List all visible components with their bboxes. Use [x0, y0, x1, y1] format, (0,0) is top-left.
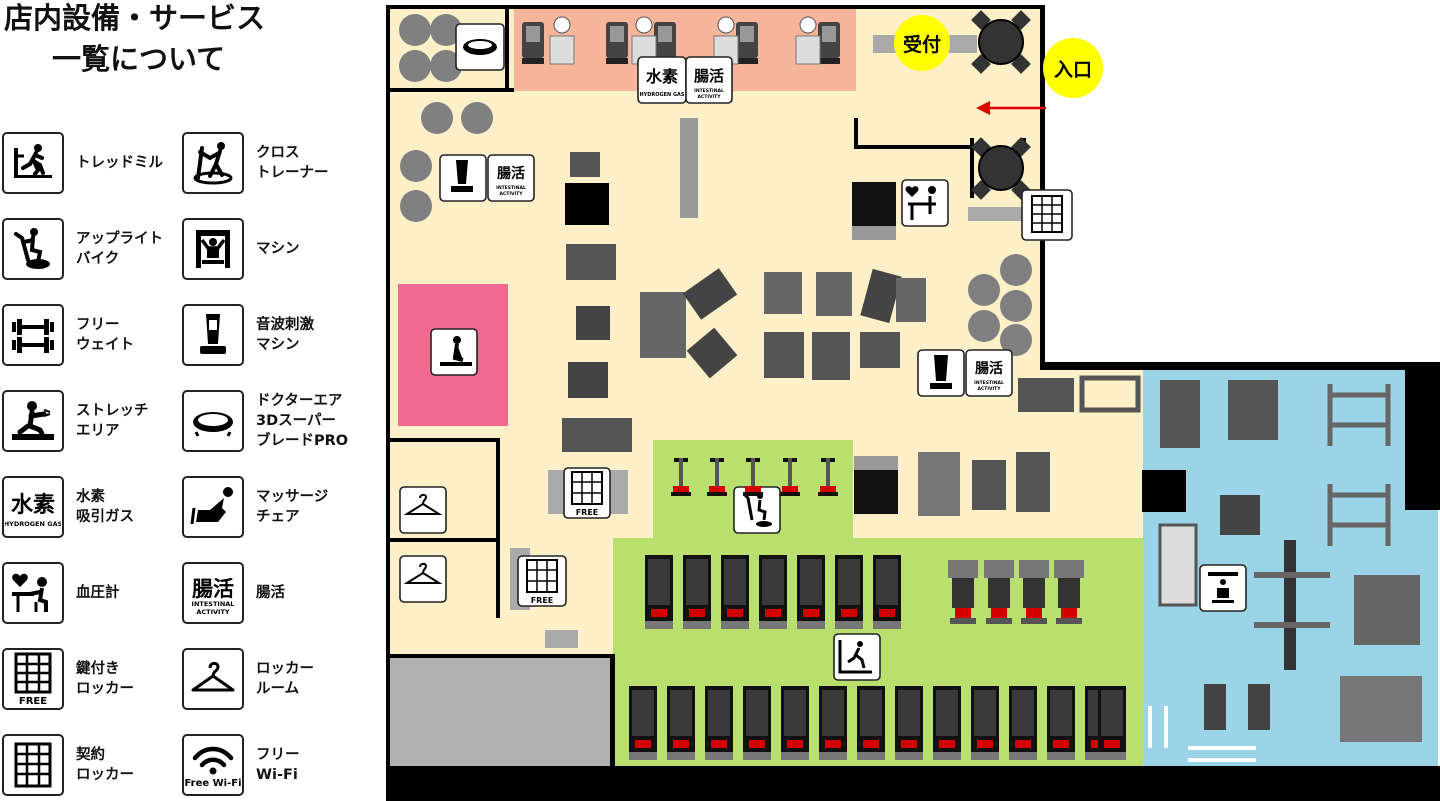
legend-item-massage-chair: マッサージ チェア [182, 476, 328, 538]
legend-item-locker-room: ロッカー ルーム [182, 648, 314, 710]
map-intestinal-label: 腸活 [694, 67, 724, 85]
sonic-machine-icon [182, 304, 244, 366]
legend-label: ドクターエア 3Dスーパー ブレードPRO [256, 393, 349, 449]
legend-item-vibration-plate: ドクターエア 3Dスーパー ブレードPRO [182, 390, 348, 452]
legend-label: マシン [256, 241, 300, 257]
entrance-label: 入口 [1054, 59, 1092, 81]
blood-pressure-icon [2, 562, 64, 624]
key-locker-icon: FREE [2, 648, 64, 710]
legend-item-upright-bike: アップライト バイク [2, 218, 163, 280]
legend-item-hydrogen: 水素 HYDROGEN GAS 水素 吸引ガス [2, 476, 134, 538]
title-line-2: 一覧について [52, 42, 226, 76]
legend-item-free-weight: フリー ウェイト [2, 304, 134, 366]
legend-label: トレッドミル [76, 155, 163, 171]
lounge-table-2 [971, 137, 1031, 200]
lounge-table-1 [971, 10, 1031, 74]
hydrogen-text: 水素 [11, 492, 55, 518]
bench-small [545, 630, 578, 648]
reception-label: 受付 [903, 33, 941, 56]
svg-text:腸活: 腸活 [497, 165, 525, 182]
legend-item-wifi: Free Wi-Fi フリー Wi-Fi [182, 734, 300, 796]
svg-text:腸活: 腸活 [975, 360, 1003, 377]
legend-item-sonic-machine: 音波刺激 マシン [182, 304, 314, 366]
vibration-plate-icon [182, 390, 244, 452]
legend-item-key-locker: FREE 鍵付き ロッカー [2, 648, 134, 710]
stretch-icon [2, 390, 64, 452]
svg-text:INTESTINAL: INTESTINAL [192, 600, 235, 608]
treadmill-icon [2, 132, 64, 194]
legend-label: マッサージ チェア [256, 489, 329, 525]
legend-label: 腸活 [256, 585, 285, 601]
hydrogen-subtext: HYDROGEN GAS [5, 520, 61, 528]
legend-label: クロス トレーナー [256, 145, 329, 181]
massage-chairs [522, 16, 840, 65]
legend-label: フリー Wi-Fi [256, 747, 300, 783]
legend-label: 水素 吸引ガス [76, 489, 134, 525]
legend-label: 血圧計 [76, 585, 120, 601]
legend-label: 鍵付き ロッカー [76, 661, 134, 697]
legend-label: ロッカー ルーム [256, 661, 314, 697]
legend-item-stretch: ストレッチ エリア [2, 390, 149, 452]
machine-icon [182, 218, 244, 280]
title-line-1: 店内設備・サービス [4, 1, 266, 35]
strength-machines [562, 118, 1141, 516]
cross-trainer-icon [182, 132, 244, 194]
intestinal-text: 腸活 [192, 577, 234, 601]
upright-bike-icon [2, 218, 64, 280]
hydrogen-icon: 水素 HYDROGEN GAS [2, 476, 64, 538]
svg-text:INTESTINAL: INTESTINAL [694, 88, 724, 94]
svg-text:INTESTINAL: INTESTINAL [496, 185, 526, 191]
map-hydrogen-label: 水素 [646, 67, 678, 86]
svg-text:INTESTINAL: INTESTINAL [974, 380, 1004, 386]
free-text: FREE [19, 696, 47, 706]
walls [386, 5, 1440, 801]
wifi-text: Free Wi-Fi [185, 778, 241, 789]
reception-badge [894, 15, 950, 71]
free-weight-equipment [1148, 380, 1422, 762]
legend-label: ストレッチ エリア [76, 403, 149, 439]
legend-label: 音波刺激 マシン [256, 317, 314, 353]
hanger-icon [182, 648, 244, 710]
svg-text:ACTIVITY: ACTIVITY [499, 191, 523, 197]
free-weight-icon [2, 304, 64, 366]
legend-item-cross-trainer: クロス トレーナー [182, 132, 329, 194]
legend-label: アップライト バイク [76, 231, 163, 267]
entrance-badge [1043, 38, 1103, 98]
legend-item-treadmill: トレッドミル [2, 132, 163, 194]
map-free-label-2: FREE [531, 596, 554, 605]
map-free-label-1: FREE [576, 508, 599, 517]
locker-room-area [390, 656, 612, 768]
legend-item-blood-pressure: 血圧計 [2, 562, 120, 624]
massage-chair-icon [182, 476, 244, 538]
bench [968, 207, 1024, 221]
contract-locker-icon [2, 734, 64, 796]
legend-item-contract-locker: 契約 ロッカー [2, 734, 134, 796]
svg-text:HYDROGEN GAS: HYDROGEN GAS [639, 92, 684, 98]
wifi-icon: Free Wi-Fi [182, 734, 244, 796]
map-badges: 水素 HYDROGEN GAS 腸活 INTESTINAL ACTIVITY 腸… [399, 23, 1247, 681]
svg-text:ACTIVITY: ACTIVITY [697, 94, 721, 100]
arrow-head [976, 101, 990, 115]
legend-label: フリー ウェイト [76, 317, 134, 353]
svg-text:ACTIVITY: ACTIVITY [196, 608, 230, 616]
legend-label: 契約 ロッカー [76, 747, 134, 783]
legend-item-machine: マシン [182, 218, 300, 280]
svg-text:ACTIVITY: ACTIVITY [977, 386, 1001, 392]
